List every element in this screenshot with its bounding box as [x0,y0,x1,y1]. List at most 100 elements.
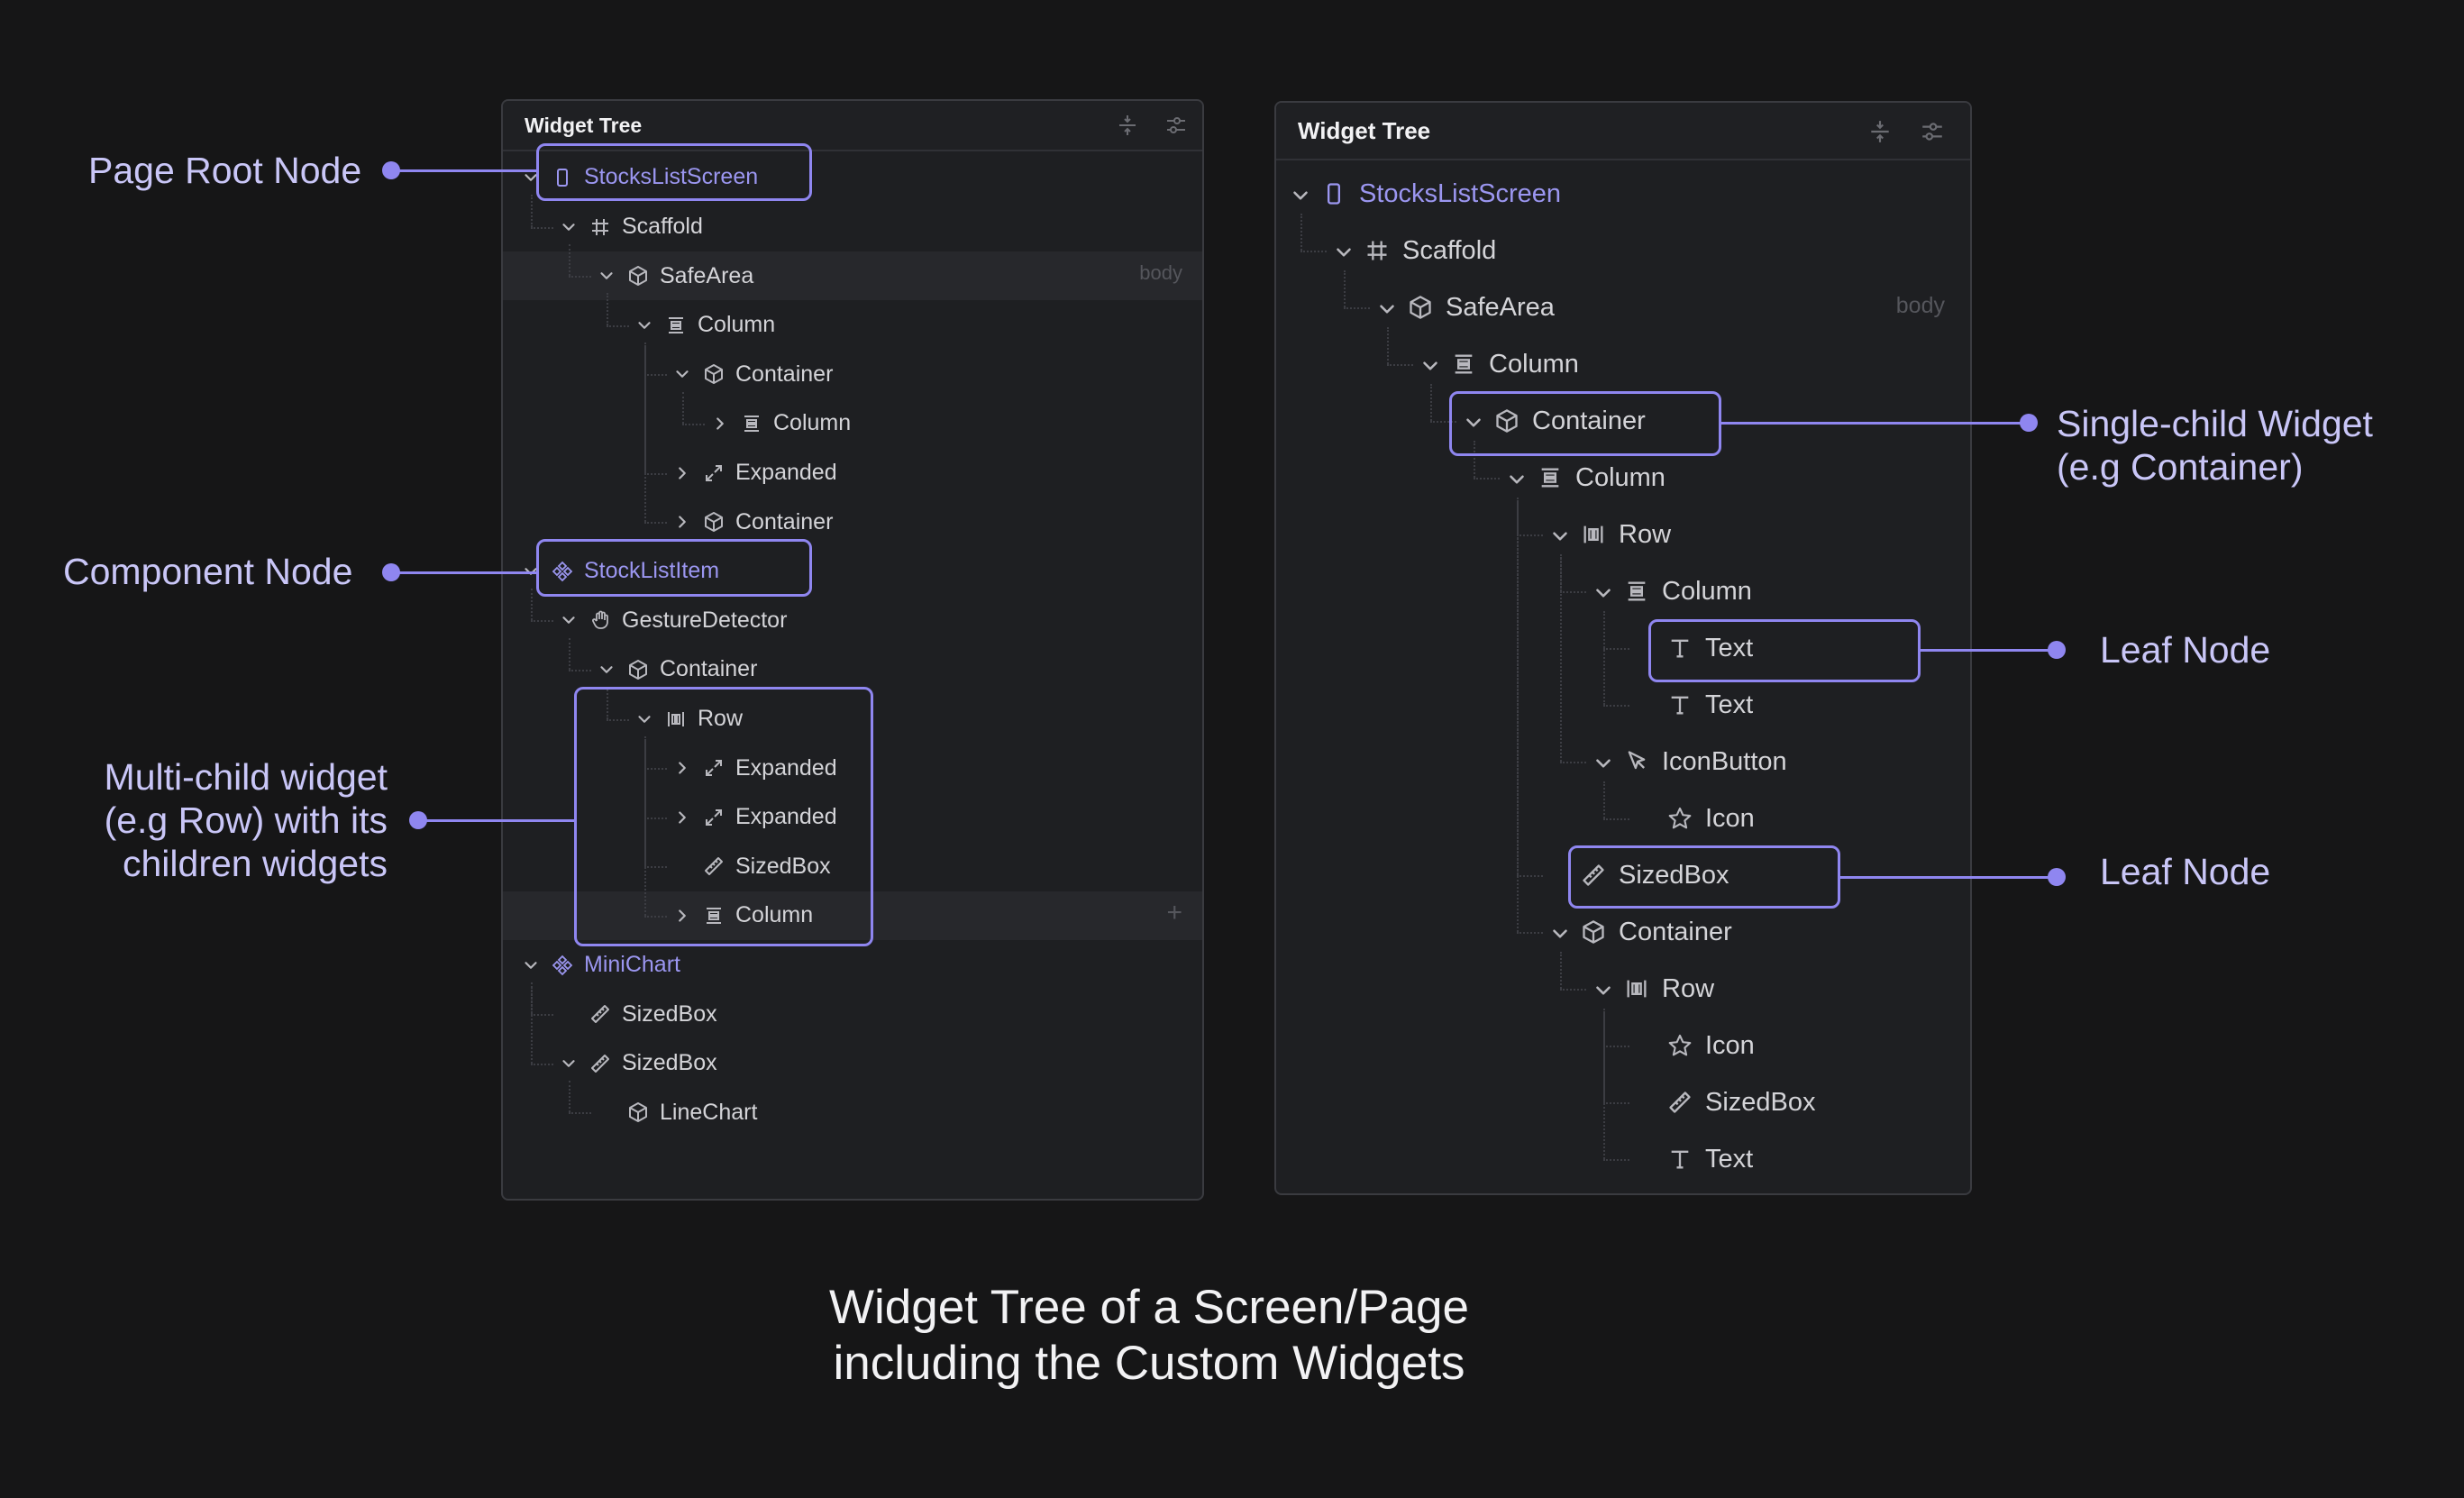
tree-node[interactable]: Scaffold [1332,223,1496,279]
tree-node[interactable]: Expanded [672,448,837,498]
tree-node[interactable]: SafeArea [1375,279,1555,336]
tree-node[interactable]: SizedBox [559,990,717,1039]
tree-node[interactable]: StocksListScreen [521,153,758,203]
chevron-down-icon[interactable] [521,168,541,187]
tree-guide-line [531,195,533,227]
tree-node[interactable]: Text [1635,677,1753,734]
tree-node-label: SizedBox [1705,1087,1816,1117]
chevron-down-icon[interactable] [1548,922,1568,942]
tree-node[interactable]: GestureDetector [559,596,787,645]
tree-node-label: Row [698,706,744,732]
tree-node[interactable]: Column [634,301,775,351]
chevron-down-icon[interactable] [1332,241,1352,260]
tree-node[interactable]: Expanded [672,744,837,793]
tree-node[interactable]: Text [1635,1131,1753,1188]
tree-guide-line [607,293,608,325]
add-child-button[interactable]: + [1166,898,1182,927]
chevron-right-icon[interactable] [672,906,692,926]
tree-guide-line [644,817,668,819]
chevron-right-icon[interactable] [672,808,692,827]
tree-node[interactable]: StocksListScreen [1289,166,1561,223]
callout-line [391,571,537,574]
tree-node[interactable]: SizedBox [672,842,831,891]
tree-node[interactable]: Scaffold [559,202,703,251]
tree-node[interactable]: Column [1505,450,1665,507]
chevron-down-icon[interactable] [559,217,579,237]
tree-node[interactable]: Icon [1635,1018,1755,1074]
tree-node[interactable]: SizedBox [559,1039,717,1089]
chevron-down-icon[interactable] [1375,297,1395,317]
tree-node[interactable]: Container [597,645,757,695]
tree-node[interactable]: SafeArea [597,251,753,301]
chevron-down-icon[interactable] [559,1054,579,1073]
tree-guide-line [1300,251,1327,252]
callout-label: Page Root Node [88,150,362,191]
tree-node[interactable]: Container [672,498,833,547]
chevron-down-icon[interactable] [672,364,692,384]
tree-node[interactable]: Container [1462,393,1646,450]
chevron-down-icon[interactable] [634,709,654,729]
chevron-down-icon[interactable] [521,955,541,975]
tree-node-label: SizedBox [735,853,831,879]
tree-guide-line [1517,932,1543,934]
tree-guide-line [1603,648,1629,650]
ruler-icon [1667,1090,1693,1115]
chevron-right-icon[interactable] [672,758,692,778]
cube-icon [627,265,649,287]
tree-node-label: SafeArea [660,262,754,288]
chevron-down-icon[interactable] [1505,468,1525,488]
callout-label: Component Node [63,551,353,592]
tree-node[interactable]: Column [1419,336,1579,393]
star-icon [1667,1033,1693,1058]
tree-node[interactable]: SizedBox [1635,1074,1816,1131]
collapse-all-icon[interactable] [1867,119,1891,142]
chevron-down-icon[interactable] [559,610,579,630]
filter-settings-icon[interactable] [1164,114,1188,137]
tree-node[interactable]: Row [1592,961,1714,1018]
tree-node-label: Row [1662,973,1715,1003]
chevron-right-icon[interactable] [672,463,692,483]
chevron-down-icon[interactable] [1548,525,1568,544]
filter-settings-icon[interactable] [1920,119,1943,142]
tree-node[interactable]: Container [1548,904,1732,961]
tree-node[interactable]: Text [1635,620,1753,677]
tree-node[interactable]: Column [672,891,813,941]
tree-node-label: GestureDetector [622,607,788,633]
chevron-down-icon[interactable] [1462,411,1482,431]
collapse-all-icon[interactable] [1116,114,1139,137]
chevron-down-icon[interactable] [1289,184,1309,204]
chevron-down-icon[interactable] [597,266,616,286]
tree-guide-line [1387,327,1389,364]
tree-node[interactable]: SizedBox [1548,847,1729,904]
callout-dot [2020,414,2038,432]
chevron-down-icon[interactable] [1592,979,1611,999]
chevron-right-icon[interactable] [710,414,730,434]
chevron-down-icon[interactable] [1592,752,1611,772]
tree-node[interactable]: Row [634,694,743,744]
chevron-right-icon[interactable] [672,512,692,532]
tree-node[interactable]: IconButton [1592,734,1787,790]
chevron-down-icon[interactable] [1592,581,1611,601]
tree-node-label: Column [1662,576,1752,606]
tree-node[interactable]: Column [1592,563,1752,620]
chevron-down-icon[interactable] [634,315,654,335]
callout-line [1839,876,2056,879]
tree-node[interactable]: LineChart [597,1088,757,1137]
tree-guide-line [531,226,554,229]
tree-node[interactable]: Container [672,350,833,399]
tree-node[interactable]: Icon [1635,790,1755,847]
tree-node[interactable]: Expanded [672,793,837,843]
tree-guide-line [1603,818,1629,820]
pointer-icon [1624,749,1649,774]
chevron-down-icon[interactable] [1419,354,1438,374]
tree-guide-line [569,1112,592,1115]
chevron-down-icon[interactable] [597,660,616,680]
tree-node[interactable]: MiniChart [521,940,680,990]
tree-node-label: SizedBox [622,1050,717,1076]
tree-node[interactable]: Column [710,399,851,449]
row-icon [665,708,687,730]
ruler-icon [589,1053,611,1074]
tree-node[interactable]: Row [1548,507,1671,563]
page-icon [552,167,573,188]
tree-node-label: StocksListScreen [584,164,759,190]
